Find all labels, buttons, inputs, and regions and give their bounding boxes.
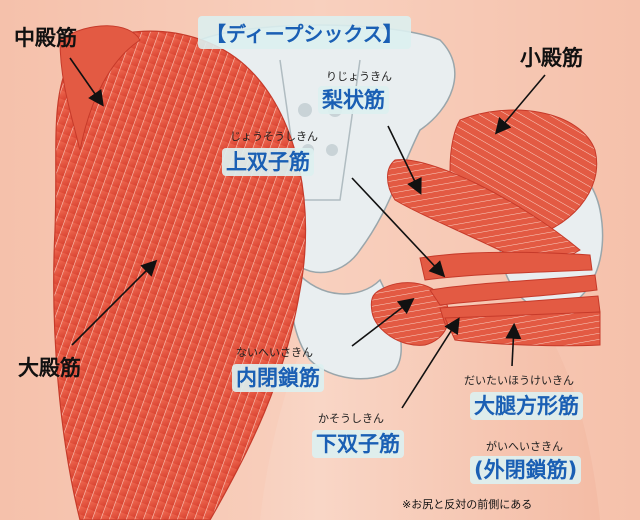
leader-gemellus-superior <box>351 177 446 278</box>
leader-piriformis <box>387 125 422 195</box>
leader-gemellus-inferior <box>401 317 460 409</box>
footnote: ※お尻と反対の前側にある <box>402 498 533 511</box>
leader-gluteus-medius <box>69 57 104 107</box>
leader-quadratus-femoris <box>505 322 522 367</box>
label-gluteus-maximus: 大殿筋 <box>18 356 81 380</box>
tag-obturator-externus: (外閉鎖筋) <box>470 456 582 484</box>
quadratus-femoris-shape <box>444 311 601 347</box>
leader-obturator-internus <box>351 298 415 347</box>
reading-piriformis: りじょうきん <box>326 70 392 83</box>
reading-obturator-externus: がいへいさきん <box>486 440 563 453</box>
reading-quadratus-femoris: だいたいほうけいきん <box>464 374 574 387</box>
name-piriformis: 梨状筋 <box>322 88 385 112</box>
diagram-title: 【ディープシックス】 <box>198 16 411 49</box>
leader-gluteus-maximus <box>71 259 158 346</box>
reading-obturator-internus: ないへいさきん <box>236 346 313 359</box>
name-obturator-externus: (外閉鎖筋) <box>474 458 578 482</box>
name-gemellus-superior: 上双子筋 <box>226 150 310 174</box>
reading-gemellus-superior: じょうそうしきん <box>230 130 318 143</box>
tag-quadratus-femoris: 大腿方形筋 <box>470 392 583 420</box>
name-obturator-internus: 内閉鎖筋 <box>236 366 320 390</box>
label-gluteus-medius: 中殿筋 <box>14 26 77 50</box>
label-gluteus-minimus: 小殿筋 <box>520 46 583 70</box>
tag-gemellus-superior: 上双子筋 <box>222 148 314 176</box>
gluteus-medius-shape <box>59 25 141 151</box>
tag-gemellus-inferior: 下双子筋 <box>312 430 404 458</box>
reading-gemellus-inferior: かそうしきん <box>318 412 384 425</box>
name-quadratus-femoris: 大腿方形筋 <box>474 394 579 418</box>
leader-gluteus-minimus <box>494 74 546 135</box>
tag-obturator-internus: 内閉鎖筋 <box>232 364 324 392</box>
name-gemellus-inferior: 下双子筋 <box>316 432 400 456</box>
gemellus-superior-shape <box>419 251 593 281</box>
tag-piriformis: 梨状筋 <box>318 86 389 114</box>
